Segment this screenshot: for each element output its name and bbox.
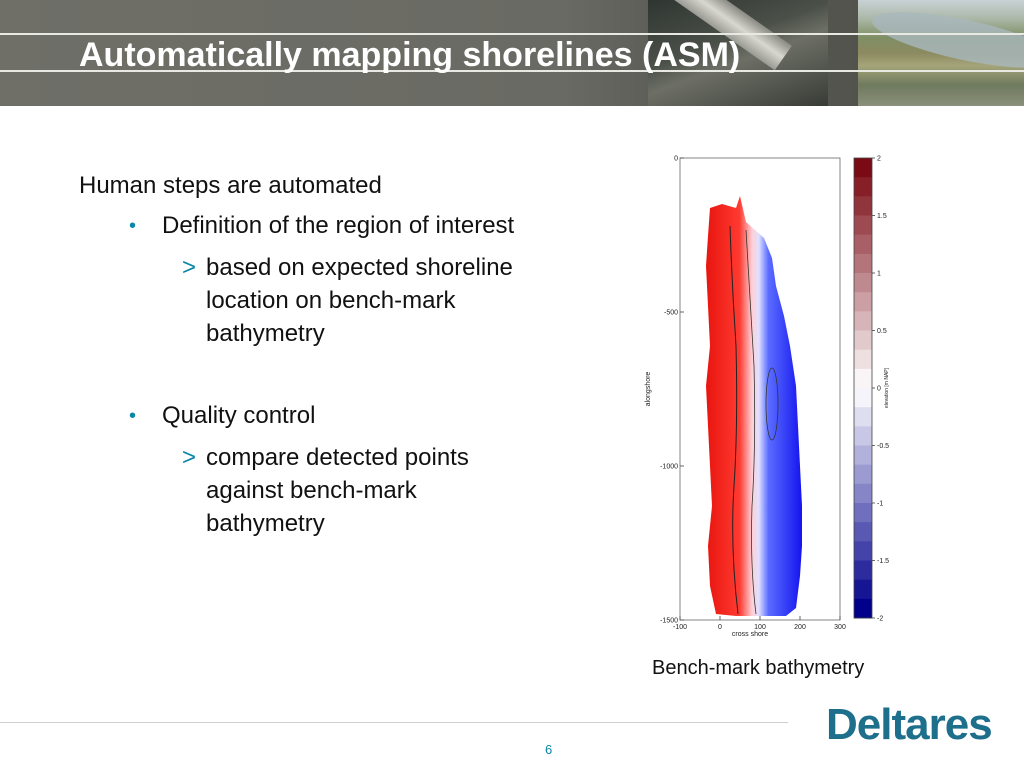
colorbar-swatch — [854, 234, 872, 255]
slide-title: Automatically mapping shorelines (ASM) — [79, 36, 741, 74]
page-number: 6 — [545, 742, 553, 757]
colorbar-tick-label: 2 — [877, 156, 881, 163]
colorbar-swatch — [854, 464, 872, 485]
sub-text-2-line: against bench-mark — [206, 477, 417, 504]
sub-text-1-line: based on expected shoreline — [206, 254, 513, 281]
slide-header: Automatically mapping shorelines (ASM) — [0, 0, 1024, 106]
colorbar-swatch — [854, 330, 872, 351]
colorbar-tick-label: 1.5 — [877, 213, 887, 220]
arrow-icon: > — [182, 444, 197, 471]
bullet-icon: • — [129, 215, 137, 237]
sub-text-1: based on expected shoreline location on … — [206, 251, 586, 350]
depth-contour — [745, 229, 757, 615]
colorbar-swatch — [854, 388, 872, 408]
y-tick-label: -1500 — [660, 618, 678, 625]
colorbar-swatch — [854, 522, 872, 542]
colorbar-swatch — [854, 215, 872, 236]
x-tick-label: 100 — [754, 624, 766, 631]
y-tick-label: -500 — [664, 310, 678, 317]
bullet-icon: • — [129, 405, 137, 427]
bullet-text-1: Definition of the region of interest — [162, 212, 515, 239]
footer-rule — [0, 722, 788, 723]
colorbar-tick-label: -2 — [877, 616, 883, 623]
shoreline-contour — [729, 225, 739, 615]
sub-text-2-line: bathymetry — [206, 510, 325, 537]
colorbar-tick-label: -1 — [877, 501, 883, 508]
sub-text-1-line: bathymetry — [206, 320, 325, 347]
y-tick-label: -1000 — [660, 464, 678, 471]
colorbar-swatch — [854, 368, 872, 389]
colorbar-swatch — [854, 483, 872, 504]
x-tick-label: 0 — [718, 624, 722, 631]
x-axis-label: cross shore — [732, 631, 768, 636]
colorbar-swatch — [854, 503, 872, 523]
colorbar-swatch — [854, 311, 872, 331]
colorbar-swatch — [854, 349, 872, 370]
y-tick-label: 0 — [674, 156, 678, 163]
colorbar-swatch — [854, 560, 872, 581]
colorbar-swatch — [854, 541, 872, 561]
sub-text-2-line: compare detected points — [206, 444, 469, 471]
sub-text-2: compare detected points against bench-ma… — [206, 441, 586, 540]
colorbar-swatch — [854, 426, 872, 446]
colorbar-swatch — [854, 158, 872, 178]
header-rule-top — [0, 33, 1024, 35]
colorbar-swatch — [854, 292, 872, 312]
colorbar-tick-label: 0 — [877, 386, 881, 393]
deltares-logo: Deltares — [826, 700, 993, 749]
chart-caption: Bench-mark bathymetry — [652, 657, 865, 679]
x-tick-label: -100 — [673, 624, 687, 631]
colorbar-tick-label: -0.5 — [877, 443, 889, 450]
colorbar-tick-label: 0.5 — [877, 328, 887, 335]
sub-text-1-line: location on bench-mark — [206, 287, 456, 314]
elevation-field — [706, 196, 802, 616]
arrow-icon: > — [182, 254, 197, 281]
x-tick-label: 300 — [834, 624, 846, 631]
text-level0: Human steps are automated — [79, 172, 382, 199]
x-tick-label: 200 — [794, 624, 806, 631]
colorbar-swatch — [854, 196, 872, 216]
colorbar-tick-label: -1.5 — [877, 558, 889, 565]
bullet-text-2: Quality control — [162, 402, 316, 429]
header-rule-bottom — [0, 70, 1024, 72]
depth-contour-closed — [765, 367, 779, 441]
colorbar-swatch — [854, 177, 872, 197]
colorbar-label: elevation [m NAP] — [884, 367, 890, 408]
colorbar-swatch — [854, 273, 872, 293]
colorbar-swatch — [854, 598, 872, 619]
colorbar-tick-label: 1 — [877, 271, 881, 278]
colorbar-swatch — [854, 407, 872, 427]
colorbar-swatch — [854, 445, 872, 466]
colorbar-swatch — [854, 579, 872, 600]
colorbar-swatch — [854, 253, 872, 274]
y-axis-label: alongshore — [645, 372, 652, 407]
